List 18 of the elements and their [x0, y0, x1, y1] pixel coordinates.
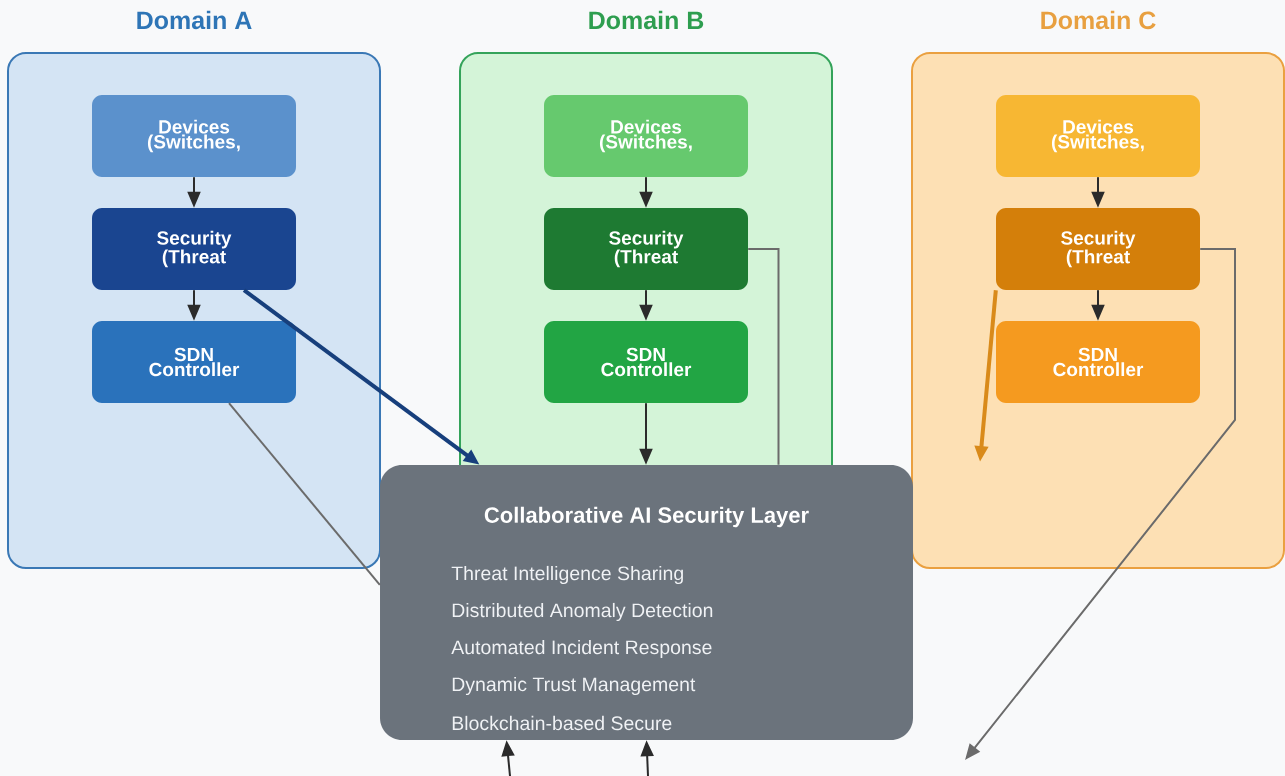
- process-box: Security (Threat: [996, 208, 1200, 290]
- process-box: SDN Controller: [996, 321, 1200, 403]
- feature-item: Distributed Anomaly Detection: [452, 602, 713, 622]
- process-box: Security (Threat: [92, 208, 296, 290]
- feature-item: Dynamic Trust Management: [452, 676, 696, 696]
- layer-title: Collaborative AI Security Layer: [484, 506, 809, 528]
- process-box: Devices (Switches,: [544, 95, 748, 177]
- process-box: SDN Controller: [92, 321, 296, 403]
- domain-title: Domain C: [1041, 10, 1156, 30]
- domain-title: Domain A: [137, 10, 252, 30]
- domain-title: Domain B: [589, 10, 704, 30]
- process-box: Devices (Switches,: [92, 95, 296, 177]
- feature-item: Automated Incident Response: [451, 639, 712, 659]
- feature-item: Blockchain-based Secure: [452, 715, 672, 731]
- process-box: SDN Controller: [544, 321, 748, 403]
- process-box: Devices (Switches,: [996, 95, 1200, 177]
- feature-item: Threat Intelligence Sharing: [451, 565, 683, 585]
- process-box: Security (Threat: [544, 208, 748, 290]
